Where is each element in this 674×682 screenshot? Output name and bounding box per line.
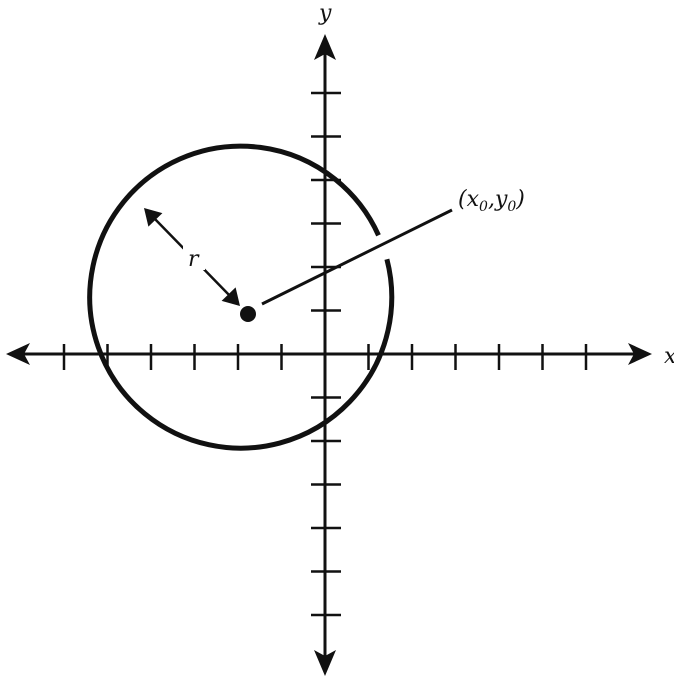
y-axis-arrow-down: [314, 650, 336, 676]
y-axis-label: y: [318, 1, 332, 26]
radius-label-backdrop: [183, 246, 205, 270]
y-axis-arrow-up: [314, 34, 336, 60]
x-axis-arrow-right: [628, 343, 652, 365]
x-axis-ticks: [62, 344, 588, 370]
circle-outline: [87, 143, 395, 451]
center-coordinates-label: (x0,y0): [458, 187, 525, 215]
x-axis-label: x: [664, 344, 674, 369]
center-point: [240, 306, 256, 322]
center-leader-line: [261, 208, 453, 306]
radius-arrowhead-outer: [144, 208, 163, 227]
x-axis-arrow-left: [6, 343, 30, 365]
radius-label: r: [188, 247, 200, 272]
radius-arrowhead-inner: [221, 287, 240, 306]
